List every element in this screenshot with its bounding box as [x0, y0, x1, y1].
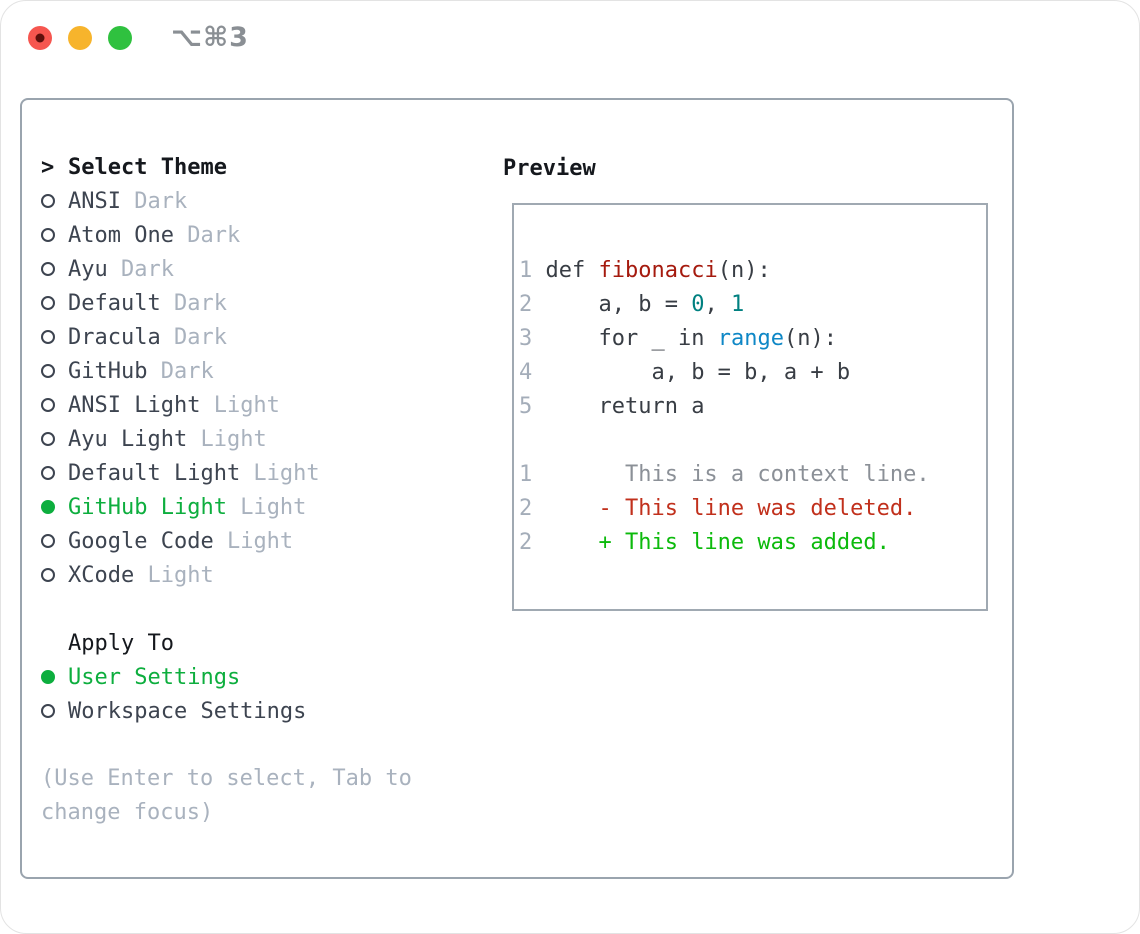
theme-item-label: ANSI Light [68, 392, 201, 418]
theme-item-ayu-light[interactable]: Ayu Light Light [41, 422, 412, 456]
radio-icon [41, 330, 55, 344]
select-theme-header: > Select Theme [41, 150, 412, 184]
theme-item-label: Ayu [68, 256, 108, 282]
theme-item-label: Default [68, 290, 161, 316]
theme-item-label: ANSI [68, 188, 121, 214]
radio-icon [41, 228, 55, 242]
titlebar: ⌥⌘3 [1, 1, 1139, 75]
theme-variant-label: Light [240, 460, 320, 486]
radio-icon [41, 296, 55, 310]
preview-pane: 1 def fibonacci(n): 2 a, b = 0, 1 3 for _ … [512, 203, 988, 611]
preview-header: Preview [503, 156, 596, 181]
minimize-button[interactable] [68, 26, 92, 50]
theme-item-label: GitHub [68, 358, 148, 384]
theme-item-atom-one[interactable]: Atom One Dark [41, 218, 412, 252]
radio-icon [41, 704, 55, 718]
theme-item-default-light[interactable]: Default Light Light [41, 456, 412, 490]
radio-icon [41, 568, 55, 582]
theme-variant-label: Dark [160, 290, 227, 316]
theme-item-label: Google Code [68, 528, 214, 554]
code-line: 5 return a [519, 394, 705, 419]
theme-item-label: Atom One [68, 222, 174, 248]
theme-item-github[interactable]: GitHub Dark [41, 354, 412, 388]
theme-variant-label: Light [187, 426, 267, 452]
window-title: ⌥⌘3 [171, 22, 249, 53]
traffic-lights [28, 26, 132, 50]
theme-item-google-code[interactable]: Google Code Light [41, 524, 412, 558]
theme-variant-label: Dark [120, 188, 188, 214]
spacer [41, 728, 412, 762]
theme-item-label: Dracula [68, 324, 161, 350]
theme-item-label: Ayu Light [68, 426, 188, 452]
theme-item-ayu[interactable]: Ayu Dark [41, 252, 412, 286]
theme-item-label: Default Light [68, 460, 241, 486]
apply-option-label: Workspace Settings [68, 698, 307, 724]
radio-icon [41, 432, 55, 446]
hint-line: change focus) [41, 800, 214, 825]
theme-variant-label: Light [134, 562, 214, 588]
cursor-icon: > [41, 154, 55, 180]
code-line: 2 a, b = 0, 1 [519, 292, 745, 317]
code-line: 4 a, b = b, a + b [519, 360, 851, 385]
hint-line: (Use Enter to select, Tab to [41, 766, 412, 791]
radio-icon [41, 364, 55, 378]
code-line: 1 def fibonacci(n): [519, 258, 771, 283]
radio-selected-icon [41, 670, 55, 684]
code-line: 2 - This line was deleted. [519, 496, 917, 521]
code-line: 1 This is a context line. [519, 462, 930, 487]
theme-variant-label: Light [213, 528, 294, 554]
theme-variant-label: Dark [147, 358, 214, 384]
theme-item-ansi[interactable]: ANSI Dark [41, 184, 412, 218]
hint-text: (Use Enter to select, Tab to change focus… [41, 762, 412, 830]
spacer [41, 592, 412, 626]
theme-variant-label: Dark [160, 324, 227, 350]
theme-item-default[interactable]: Default Dark [41, 286, 412, 320]
theme-item-ansi-light[interactable]: ANSI Light Light [41, 388, 412, 422]
apply-option-workspace-settings[interactable]: Workspace Settings [41, 694, 412, 728]
apply-to-header-label: Apply To [68, 630, 174, 656]
theme-item-xcode[interactable]: XCode Light [41, 558, 412, 592]
close-button[interactable] [28, 26, 52, 50]
apply-option-user-settings[interactable]: User Settings [41, 660, 412, 694]
radio-icon [41, 466, 55, 480]
theme-variant-label: Dark [107, 256, 174, 282]
select-theme-header-label: Select Theme [68, 154, 227, 180]
theme-variant-label: Light [200, 392, 280, 418]
radio-icon [41, 398, 55, 412]
theme-variant-label: Dark [173, 222, 241, 248]
apply-option-label: User Settings [68, 664, 241, 690]
apply-to-header: Apply To [41, 626, 412, 660]
code-line: 2 + This line was added. [519, 530, 890, 555]
code-line: 3 for _ in range(n): [519, 326, 837, 351]
code-line [519, 424, 986, 458]
zoom-button[interactable] [108, 26, 132, 50]
radio-selected-icon [41, 500, 55, 514]
radio-icon [41, 262, 55, 276]
radio-icon [41, 534, 55, 548]
theme-item-label: GitHub Light [68, 494, 227, 520]
close-dot-icon [35, 33, 45, 43]
theme-item-label: XCode [68, 562, 135, 588]
theme-item-github-light[interactable]: GitHub Light Light [41, 490, 412, 524]
theme-item-dracula[interactable]: Dracula Dark [41, 320, 412, 354]
radio-icon [41, 194, 55, 208]
theme-variant-label: Light [226, 494, 307, 520]
